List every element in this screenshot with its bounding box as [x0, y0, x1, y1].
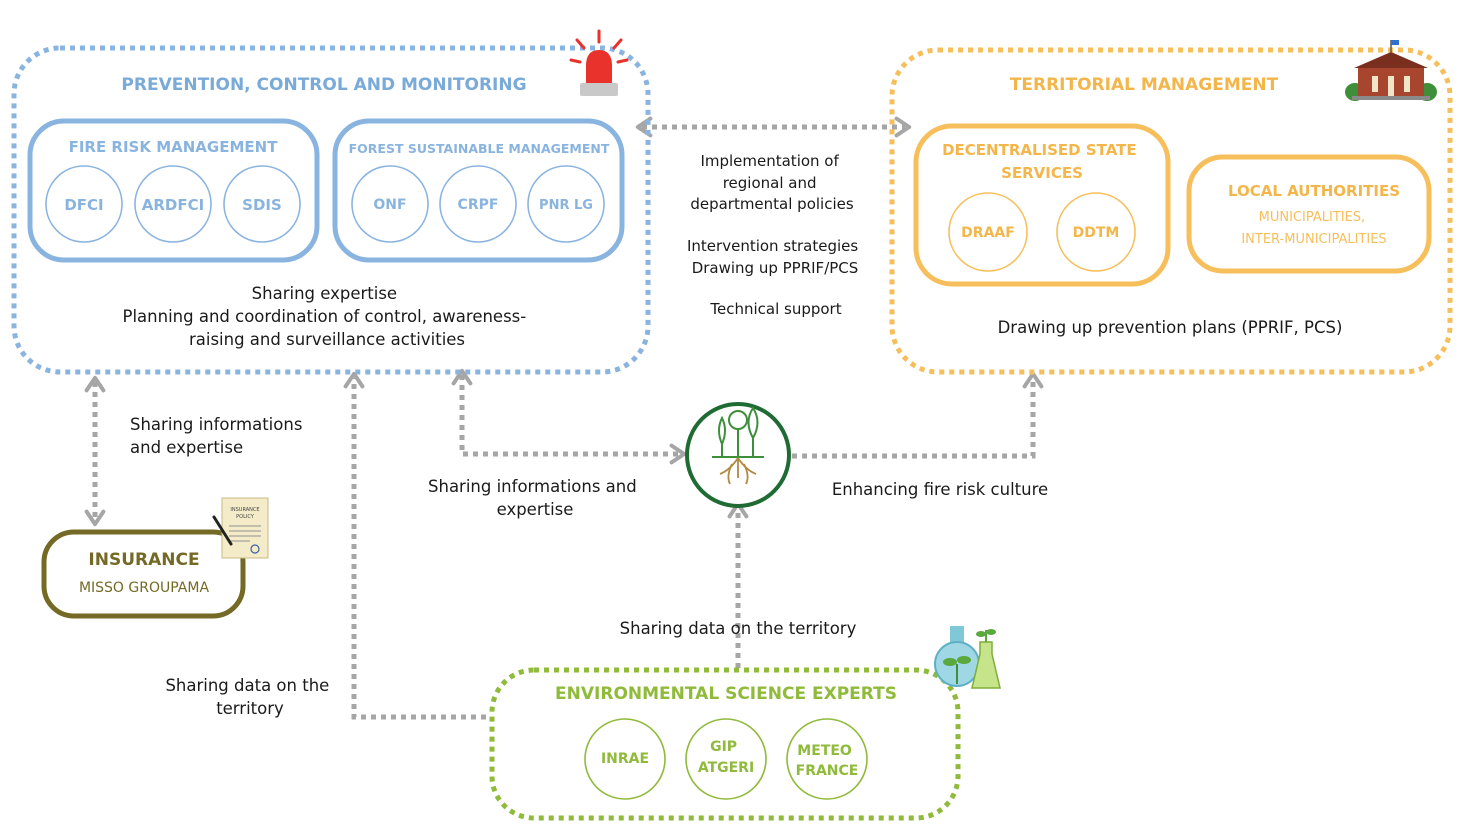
member-ddtm: DDTM: [1056, 192, 1136, 272]
member-ardfci: ARDFCI: [134, 165, 212, 243]
data-center-label: Sharing data on the territory: [620, 619, 857, 638]
local-authorities-title: LOCAL AUTHORITIES: [1228, 182, 1400, 200]
center-flow-label: Sharing informations and expertise: [428, 477, 642, 519]
connectors: [84, 116, 1044, 720]
technical-support-label: Technical support: [709, 300, 841, 318]
insurance-group: INSURANCE MISSO GROUPAMA INSURANCE POLIC…: [41, 497, 269, 619]
territorial-frame: [889, 47, 1453, 375]
science-group: ENVIRONMENTAL SCIENCE EXPERTS INRAE GIP …: [489, 626, 1001, 821]
state-services-box: [913, 123, 1171, 287]
svg-text:ARDFCI: ARDFCI: [142, 196, 204, 214]
svg-text:DRAAF: DRAAF: [961, 225, 1015, 241]
lab-flasks-icon: [934, 626, 1001, 689]
prevention-group: PREVENTION, CONTROL AND MONITORING FIRE …: [11, 29, 651, 375]
svg-text:INRAE: INRAE: [601, 751, 649, 767]
svg-text:INSURANCE: INSURANCE: [230, 507, 259, 513]
svg-text:GIP ATGERI: GIP ATGERI: [698, 739, 754, 776]
member-sdis: SDIS: [223, 165, 301, 243]
arrow-science-prevention: [343, 371, 486, 720]
data-left-label: Sharing data on the territory: [165, 676, 334, 718]
insurance-sub: MISSO GROUPAMA: [79, 580, 209, 596]
forest-management-title: FOREST SUSTAINABLE MANAGEMENT: [349, 141, 610, 156]
svg-text:DFCI: DFCI: [64, 196, 103, 214]
insurance-box: [41, 529, 246, 619]
prevention-frame: [11, 45, 651, 375]
forest-roots-logo-icon: [685, 402, 791, 508]
svg-text:PNR LG: PNR LG: [539, 198, 593, 213]
member-gip-atgeri: GIP ATGERI: [685, 718, 767, 800]
state-services-title: DECENTRALISED STATE SERVICES: [942, 141, 1142, 182]
svg-text:CRPF: CRPF: [458, 197, 499, 213]
svg-text:DDTM: DDTM: [1073, 225, 1120, 241]
member-inrae: INRAE: [584, 718, 666, 800]
territorial-title: TERRITORIAL MANAGEMENT: [1010, 75, 1279, 95]
fire-risk-management-box: [27, 118, 320, 263]
territorial-caption: Drawing up prevention plans (PPRIF, PCS): [998, 318, 1343, 337]
arrow-center-territorial: [792, 371, 1044, 459]
svg-text:METEO FRANCE: METEO FRANCE: [796, 743, 859, 779]
svg-text:ONF: ONF: [373, 197, 406, 213]
science-title: ENVIRONMENTAL SCIENCE EXPERTS: [555, 684, 897, 704]
arrow-prevention-center: [451, 368, 687, 465]
risk-culture-label: Enhancing fire risk culture: [832, 480, 1048, 499]
local-authorities-sub: MUNICIPALITIES, INTER-MUNICIPALITIES: [1241, 210, 1386, 247]
member-onf: ONF: [351, 165, 429, 243]
member-meteo-france: METEO FRANCE: [786, 718, 868, 800]
siren-icon: [569, 29, 629, 96]
science-frame: [489, 667, 961, 821]
insurance-flow-label: Sharing informations and expertise: [130, 415, 308, 457]
policies-label: Implementation of regional and departmen…: [690, 152, 854, 213]
member-draaf: DRAAF: [948, 192, 1028, 272]
member-pnr-lg: PNR LG: [527, 165, 605, 243]
town-hall-icon: [1345, 40, 1437, 101]
strategies-label: Intervention strategies Drawing up PPRIF…: [687, 237, 863, 277]
forest-management-box: [332, 118, 625, 263]
prevention-caption: Sharing expertise Planning and coordinat…: [123, 284, 532, 349]
prevention-title: PREVENTION, CONTROL AND MONITORING: [121, 75, 526, 95]
svg-text:POLICY: POLICY: [236, 514, 255, 520]
member-crpf: CRPF: [439, 165, 517, 243]
insurance-policy-icon: INSURANCE POLICY: [212, 497, 269, 559]
fire-risk-management-title: FIRE RISK MANAGEMENT: [69, 138, 279, 156]
local-authorities-box: [1186, 154, 1432, 274]
territorial-group: TERRITORIAL MANAGEMENT DECENTRALISED STA…: [889, 40, 1453, 375]
insurance-title: INSURANCE: [88, 550, 199, 570]
svg-text:SDIS: SDIS: [242, 196, 282, 214]
member-dfci: DFCI: [45, 165, 123, 243]
